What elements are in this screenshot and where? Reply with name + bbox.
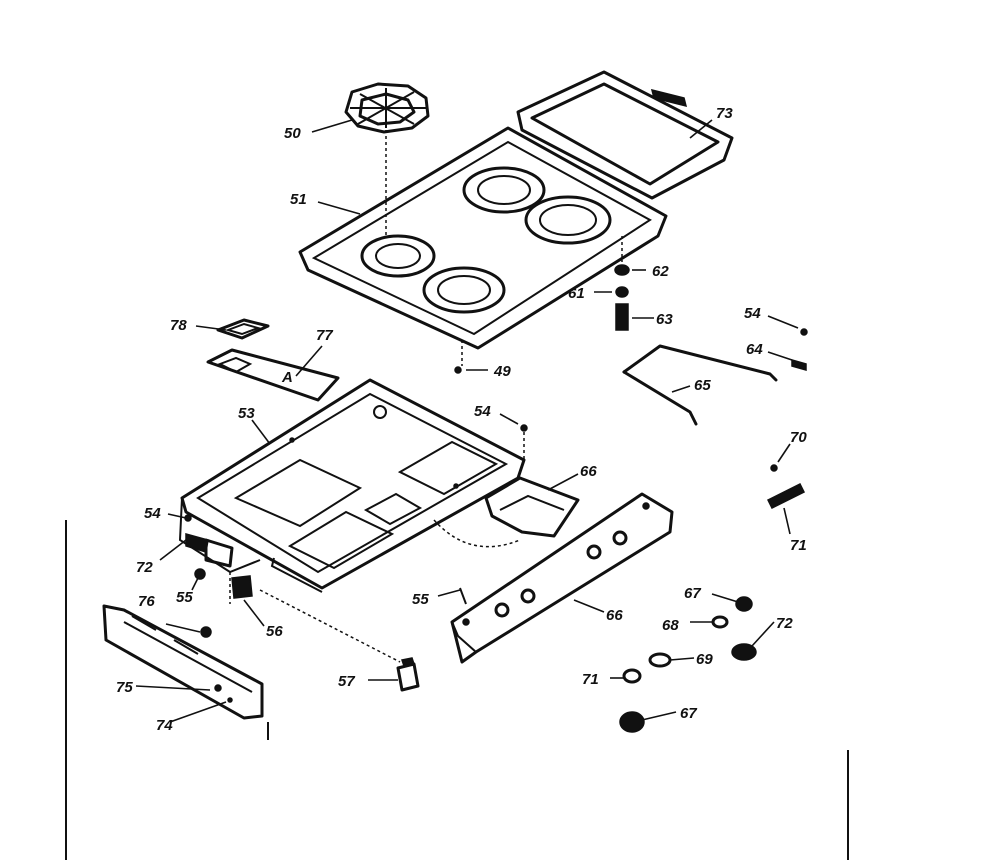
- label-77: 77: [316, 327, 333, 344]
- label-49: 49: [493, 363, 511, 380]
- label-70: 72: [776, 615, 793, 632]
- label-68: 70: [790, 429, 807, 446]
- label-69: 71: [790, 537, 807, 554]
- label-62: 65: [694, 377, 711, 394]
- rod-parts: [766, 464, 806, 510]
- valve-assembly: [185, 533, 401, 663]
- burner-parts: [614, 236, 630, 331]
- label-50: 50: [284, 125, 301, 142]
- label-66-bottom: 69: [696, 651, 713, 668]
- label-54-left: 54: [144, 505, 161, 522]
- screw-49: [454, 340, 463, 374]
- label-55-right: 55: [412, 591, 429, 608]
- part-labels: 50 73 51 62 61 63 49 78 77 53 54 54 64 6…: [116, 105, 807, 734]
- front-panel: [102, 604, 264, 720]
- label-71: 71: [582, 671, 599, 688]
- svg-text:A: A: [281, 369, 293, 386]
- control-panel-64: [450, 492, 674, 664]
- label-72: 72: [136, 559, 153, 576]
- bracket-78: [216, 318, 270, 340]
- leader-lines: [135, 119, 799, 723]
- burner-box: [178, 378, 526, 593]
- bracket-63: [433, 476, 580, 548]
- label-55-left: 55: [176, 589, 193, 606]
- label-61: 64: [746, 341, 763, 358]
- label-67: 67: [680, 705, 697, 722]
- label-76: 76: [138, 593, 155, 610]
- label-74: 74: [156, 717, 173, 734]
- label-73: 73: [716, 105, 733, 122]
- cooktop-lid: [516, 70, 734, 200]
- label-66-top: 68: [662, 617, 679, 634]
- label-78: 78: [170, 317, 187, 334]
- label-63: 66: [580, 463, 597, 480]
- label-54-right: 54: [744, 305, 761, 322]
- label-75: 75: [116, 679, 133, 696]
- label-54-top: 54: [474, 403, 491, 420]
- cooktop: [298, 126, 668, 350]
- label-53: 53: [238, 405, 255, 422]
- label-64: 66: [606, 607, 623, 624]
- knob-parts: [619, 596, 757, 733]
- label-65: 67: [684, 585, 701, 602]
- wire-bracket: [622, 344, 807, 426]
- screw-55: [459, 587, 467, 605]
- label-57: 57: [338, 673, 355, 690]
- label-56: 56: [266, 623, 283, 640]
- label-60: 63: [656, 311, 673, 328]
- heat-shield-77: A: [206, 348, 340, 402]
- label-58: 61: [568, 285, 585, 302]
- bracket-57: [396, 657, 420, 692]
- label-51: 51: [290, 191, 307, 208]
- label-59: 62: [652, 263, 669, 280]
- burner-grate: [344, 82, 430, 238]
- screws-54: [184, 328, 808, 522]
